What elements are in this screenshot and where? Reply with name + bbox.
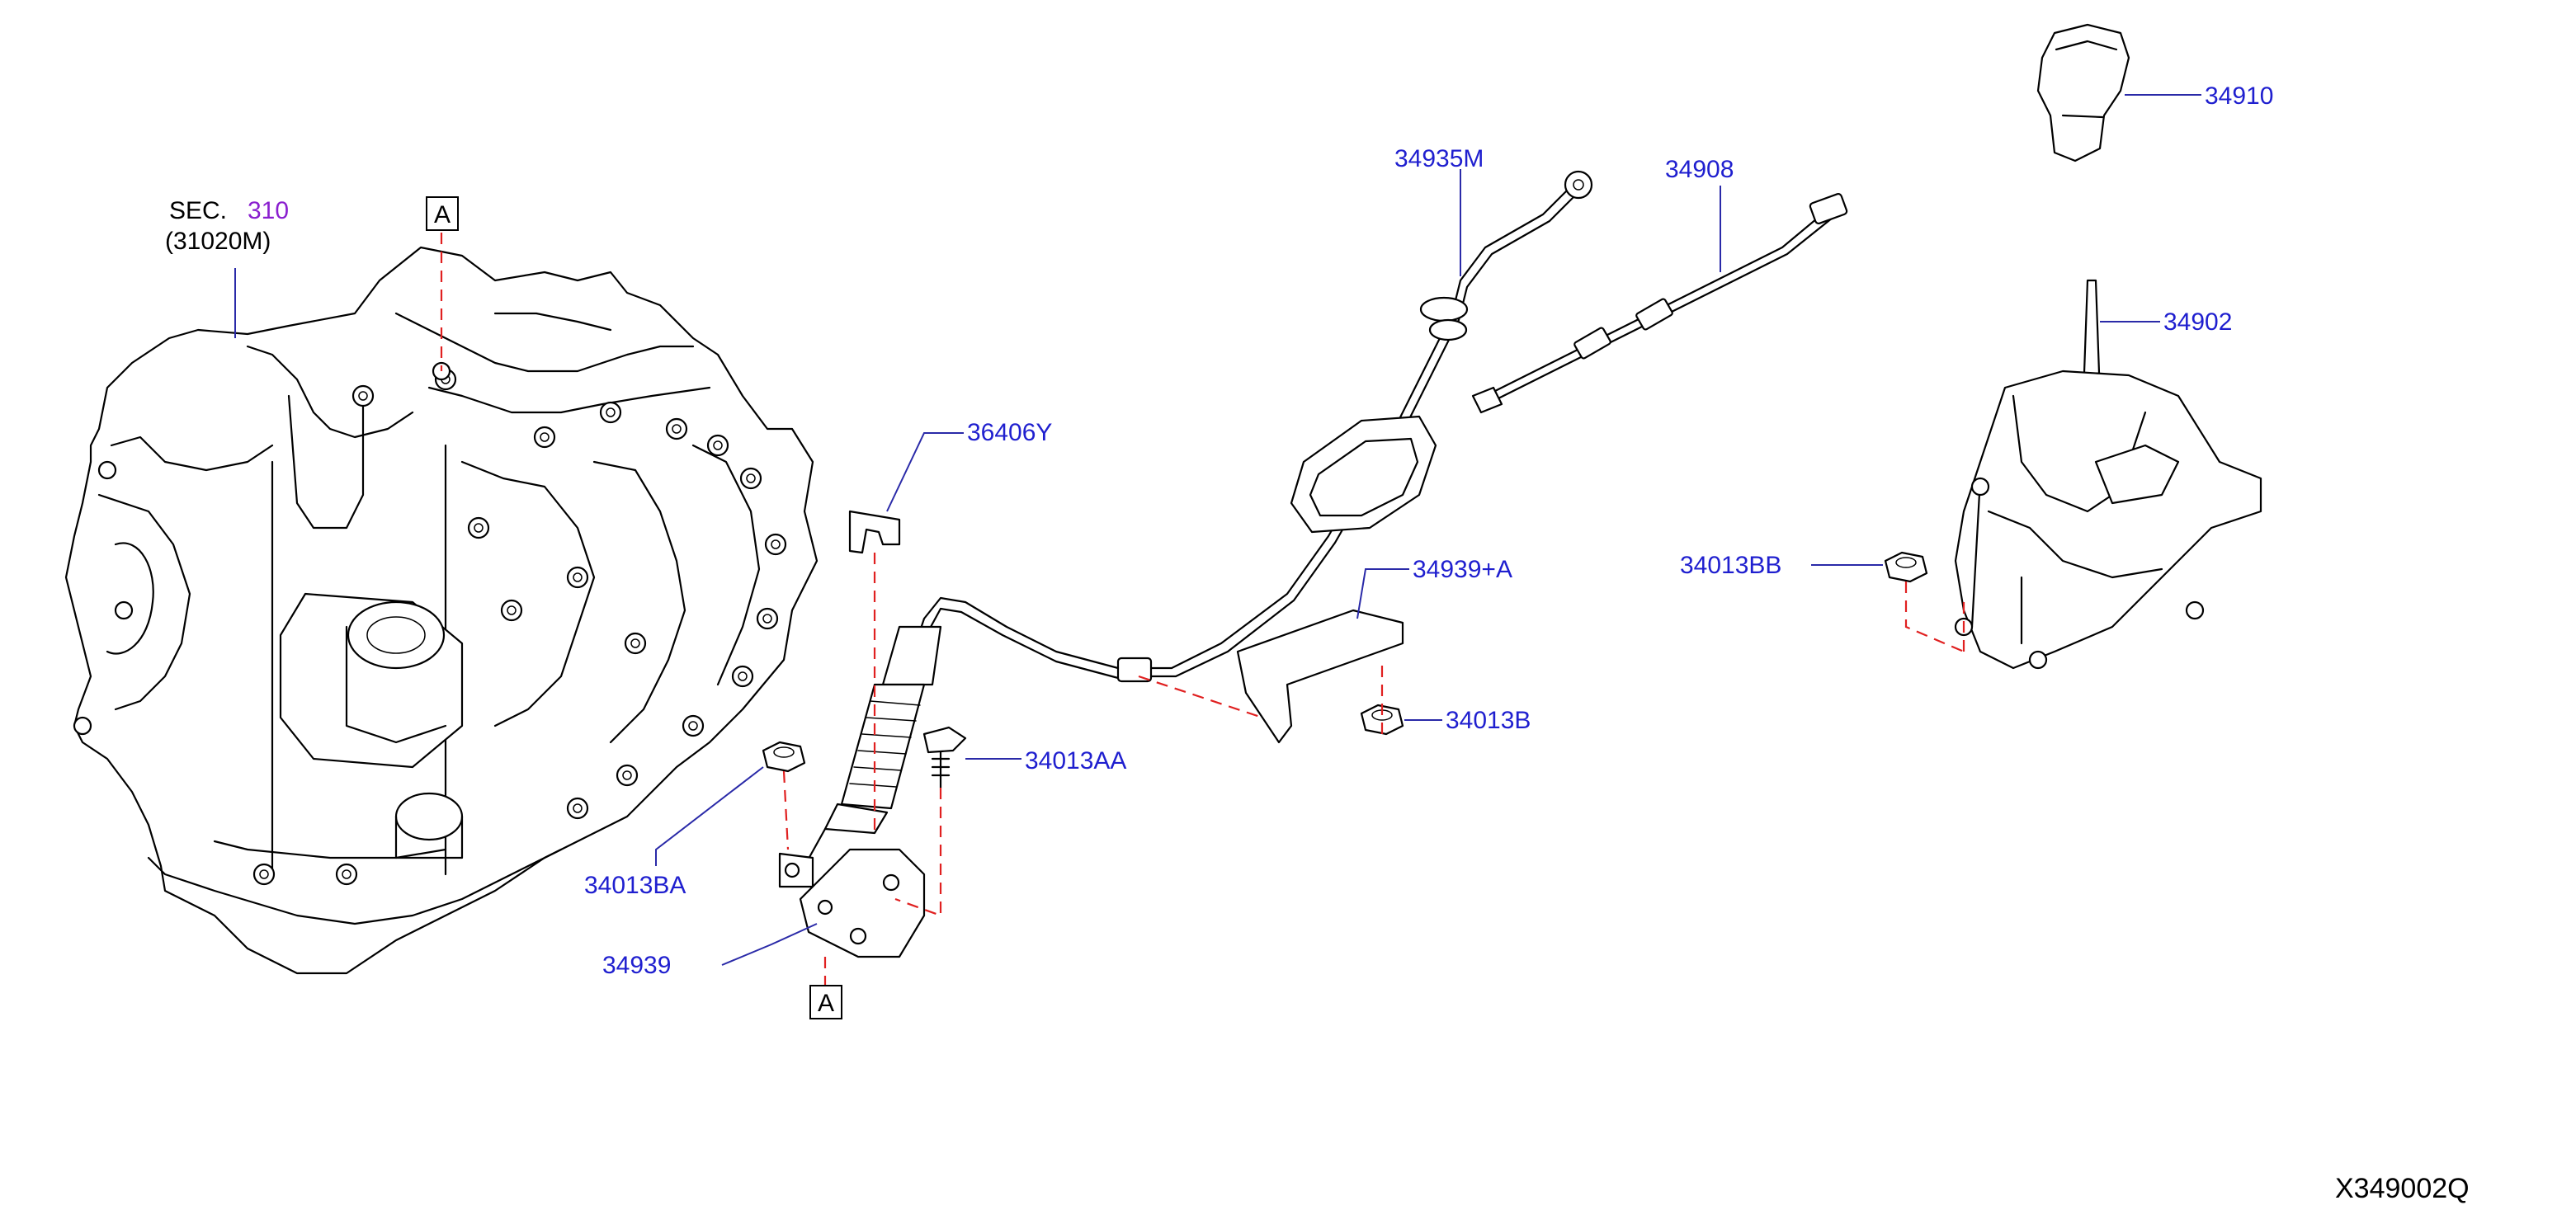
label-34908[interactable]: 34908 <box>1665 156 1734 183</box>
label-34902[interactable]: 34902 <box>2163 308 2232 336</box>
section-prefix: SEC. <box>169 197 227 224</box>
label-34939a[interactable]: 34939+A <box>1413 556 1512 583</box>
nut-34013ba <box>762 741 806 773</box>
transmission-bolts <box>73 368 787 886</box>
section-number[interactable]: 310 <box>248 197 289 224</box>
transmission-assembly <box>64 246 819 975</box>
section-part-number: (31020M) <box>165 228 271 255</box>
clip-36406y <box>848 510 901 554</box>
label-34013b[interactable]: 34013B <box>1446 707 1531 734</box>
label-34910[interactable]: 34910 <box>2205 82 2273 110</box>
label-34935m[interactable]: 34935M <box>1394 145 1484 172</box>
leader-lines <box>234 94 2201 966</box>
harness-34908 <box>1471 192 1848 414</box>
label-34939[interactable]: 34939 <box>602 952 671 979</box>
shift-cable-34935m <box>778 170 1593 888</box>
shifter-assembly-34902 <box>1954 279 2262 670</box>
nut-34013b <box>1360 704 1404 736</box>
bracket-34939a <box>1236 609 1404 744</box>
diagram-code: X349002Q <box>2335 1173 2470 1204</box>
ref-marker-a-top: A <box>426 196 459 231</box>
dashed-connectors <box>440 233 1965 986</box>
ref-marker-a-bottom: A <box>809 985 842 1019</box>
label-34013ba[interactable]: 34013BA <box>584 872 686 899</box>
ref-marker-a-bottom-label: A <box>818 990 834 1017</box>
bracket-34939 <box>799 848 926 958</box>
shift-knob-34910 <box>2036 23 2130 162</box>
label-34013bb[interactable]: 34013BB <box>1680 552 1781 579</box>
label-36406y[interactable]: 36406Y <box>967 419 1052 446</box>
nut-34013bb <box>1884 551 1928 583</box>
bolt-34013aa <box>922 726 967 789</box>
solenoid-valve <box>279 592 464 769</box>
label-34013aa[interactable]: 34013AA <box>1025 747 1126 774</box>
ref-marker-a-top-label: A <box>434 201 451 228</box>
